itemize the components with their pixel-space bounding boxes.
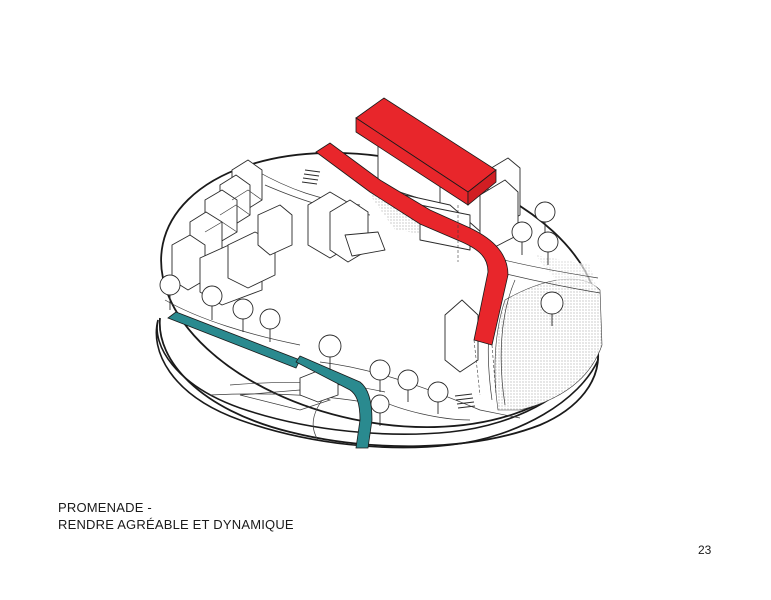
buildings-left	[171, 159, 293, 306]
tree-icon	[427, 381, 449, 414]
tree-icon	[370, 394, 390, 426]
tree-icon	[537, 231, 559, 265]
tree-icon	[397, 369, 419, 402]
caption-subtitle: RENDRE AGRÉABLE ET DYNAMIQUE	[58, 517, 294, 532]
water-channel	[167, 311, 373, 449]
tree-icon	[201, 285, 223, 320]
highlight-volumes	[315, 97, 509, 396]
red-promenade-band	[315, 142, 509, 346]
tree-icon	[511, 221, 533, 255]
trees	[159, 201, 564, 426]
tree-icon	[232, 298, 254, 332]
caption-title: PROMENADE -	[58, 500, 152, 515]
red-block-side	[467, 169, 497, 206]
diagram-caption: PROMENADE - RENDRE AGRÉABLE ET DYNAMIQUE	[58, 499, 294, 533]
tree-icon	[534, 201, 556, 235]
tree-icon	[318, 334, 342, 370]
page-number: 23	[698, 543, 712, 557]
tree-icon	[159, 274, 181, 310]
crosswalks	[301, 169, 476, 409]
tree-icon	[369, 359, 391, 392]
tree-icon	[259, 308, 281, 342]
tree-icon	[540, 291, 564, 326]
hatched-ground	[370, 195, 603, 411]
